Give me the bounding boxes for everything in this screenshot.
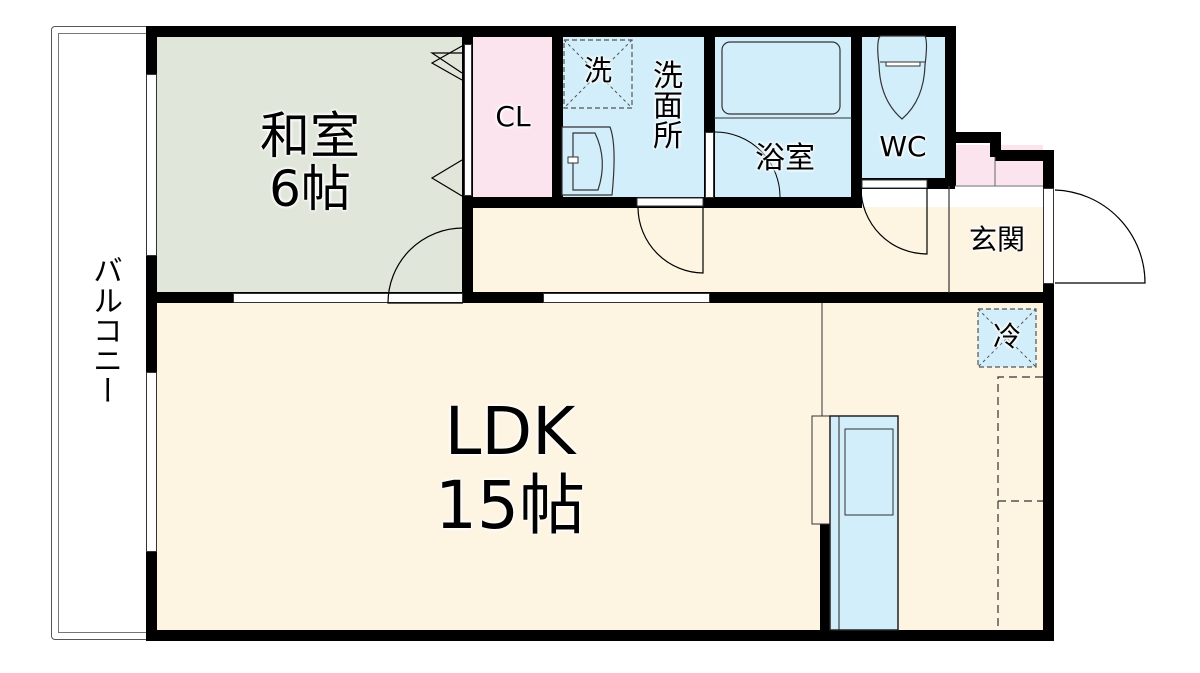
window-ldk xyxy=(146,372,157,552)
window-washitsu xyxy=(146,74,157,256)
sliding-door-ldk xyxy=(543,293,710,303)
washitsu-size: 6帖 xyxy=(269,159,351,218)
genkan-label: 玄関 xyxy=(968,223,1025,256)
wall-top xyxy=(146,26,956,37)
toilet-icon xyxy=(877,35,928,120)
washer-pan-icon xyxy=(563,39,633,109)
closet-door xyxy=(464,44,472,196)
bathtub-icon xyxy=(721,41,841,115)
bath-door xyxy=(705,132,714,198)
senmenjo-label: 洗 面 所 xyxy=(653,59,683,154)
closet-room xyxy=(473,35,553,198)
bath-label: 浴室 xyxy=(755,141,815,176)
wall-left xyxy=(146,26,157,640)
wall-bottom xyxy=(146,630,1054,641)
balcony-label: バルコニー xyxy=(87,255,122,405)
sliding-door-washitsu xyxy=(233,293,463,303)
wc-label: WC xyxy=(879,130,927,163)
ldk-name: LDK xyxy=(444,393,576,470)
washitsu-room xyxy=(155,35,465,295)
hallway xyxy=(473,207,1045,293)
washitsu-label: 和室 6帖 xyxy=(230,110,390,215)
washitsu-name: 和室 xyxy=(260,107,360,165)
ldk-size: 15帖 xyxy=(435,466,585,544)
closet-label: CL xyxy=(495,100,531,133)
fridge-label: 冷 xyxy=(992,320,1021,353)
wall-right xyxy=(1043,150,1054,640)
washer-label: 洗 xyxy=(583,54,612,87)
ldk-label: LDK 15帖 xyxy=(400,395,620,543)
entrance-door-frame xyxy=(1043,188,1054,284)
